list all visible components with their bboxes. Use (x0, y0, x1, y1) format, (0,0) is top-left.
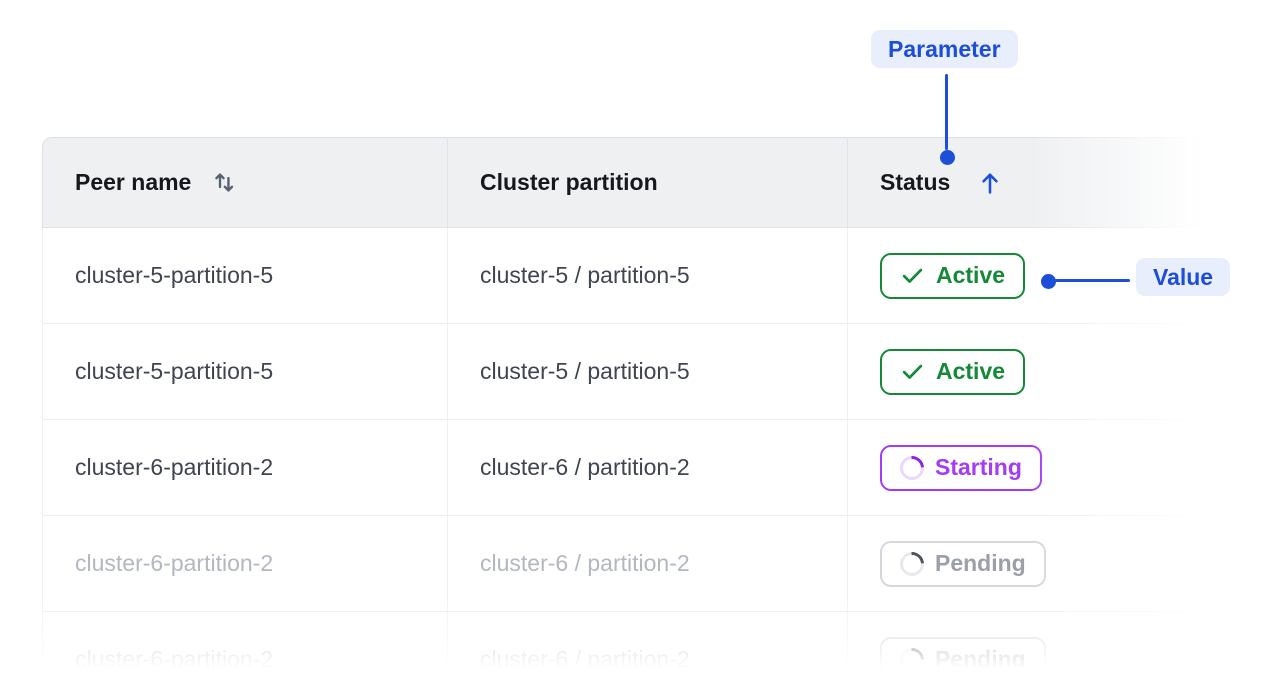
status-badge: Starting (880, 444, 1042, 491)
status-badge-label: Starting (935, 454, 1022, 480)
table-row[interactable]: cluster-5-partition-5 cluster-5 / partit… (43, 324, 1272, 420)
table-row[interactable]: cluster-6-partition-2 cluster-6 / partit… (43, 420, 1272, 516)
cluster-partition-cell: cluster-6 / partition-2 (447, 420, 847, 515)
value-annotation-badge: Value (1136, 258, 1231, 297)
cluster-partition-value: cluster-5 / partition-5 (480, 358, 690, 384)
status-badge: Active (880, 252, 1026, 299)
spinner-icon (895, 450, 929, 485)
cluster-partition-value: cluster-6 / partition-2 (480, 550, 690, 576)
column-header-cluster-partition[interactable]: Cluster partition (447, 138, 847, 227)
column-header-peer-name[interactable]: Peer name (43, 138, 447, 227)
table-row[interactable]: cluster-6-partition-2 cluster-6 / partit… (43, 516, 1272, 612)
status-badge-label: Pending (935, 646, 1026, 672)
status-badge: Pending (880, 636, 1046, 683)
column-header-status[interactable]: Status (847, 138, 1272, 227)
status-cell: Active (847, 228, 1272, 323)
status-badge-label: Active (936, 262, 1006, 288)
peer-name-cell: cluster-6-partition-2 (43, 612, 447, 688)
value-connector-line (1053, 279, 1130, 282)
peer-name-cell: cluster-5-partition-5 (43, 324, 447, 419)
spinner-icon (895, 546, 929, 581)
status-badge: Pending (880, 540, 1046, 587)
sort-ascending-arrow-icon[interactable] (976, 169, 1004, 197)
status-cell: Pending (847, 612, 1272, 688)
peer-name-cell: cluster-6-partition-2 (43, 516, 447, 611)
cluster-partition-cell: cluster-6 / partition-2 (447, 612, 847, 688)
sort-both-icon[interactable] (211, 169, 238, 196)
status-header-label: Status (880, 169, 951, 195)
status-cell: Pending (847, 516, 1272, 611)
table-header-row: Peer name Cluster partition Status (42, 137, 1272, 228)
status-cell: Active (847, 324, 1272, 419)
cluster-partition-value: cluster-6 / partition-2 (480, 454, 690, 480)
table-row[interactable]: cluster-6-partition-2 cluster-6 / partit… (43, 612, 1272, 688)
parameter-connector-dot (940, 150, 955, 165)
value-annotation-label: Value (1136, 258, 1231, 297)
peers-table: Peer name Cluster partition Status (42, 137, 1272, 688)
cluster-partition-cell: cluster-6 / partition-2 (447, 516, 847, 611)
parameter-annotation-label: Parameter (871, 30, 1018, 69)
peer-name-cell: cluster-6-partition-2 (43, 420, 447, 515)
table-body: cluster-5-partition-5 cluster-5 / partit… (42, 228, 1272, 688)
peer-name-value: cluster-5-partition-5 (75, 262, 274, 288)
spinner-icon (895, 642, 929, 677)
cluster-partition-cell: cluster-5 / partition-5 (447, 324, 847, 419)
peer-name-value: cluster-6-partition-2 (75, 550, 274, 576)
parameter-connector-line (945, 74, 948, 150)
status-badge-label: Pending (935, 550, 1026, 576)
check-icon (900, 359, 925, 384)
cluster-partition-value: cluster-5 / partition-5 (480, 262, 690, 288)
check-icon (900, 263, 925, 288)
status-badge: Active (880, 348, 1026, 395)
status-cell: Starting (847, 420, 1272, 515)
parameter-annotation-badge: Parameter (871, 30, 1018, 69)
peer-name-cell: cluster-5-partition-5 (43, 228, 447, 323)
peer-name-header-label: Peer name (75, 169, 192, 195)
peer-name-value: cluster-6-partition-2 (75, 454, 274, 480)
peer-name-value: cluster-5-partition-5 (75, 358, 274, 384)
cluster-partition-value: cluster-6 / partition-2 (480, 646, 690, 672)
table-row[interactable]: cluster-5-partition-5 cluster-5 / partit… (43, 228, 1272, 324)
cluster-partition-cell: cluster-5 / partition-5 (447, 228, 847, 323)
status-badge-label: Active (936, 358, 1006, 384)
cluster-partition-header-label: Cluster partition (480, 169, 658, 195)
peer-name-value: cluster-6-partition-2 (75, 646, 274, 672)
